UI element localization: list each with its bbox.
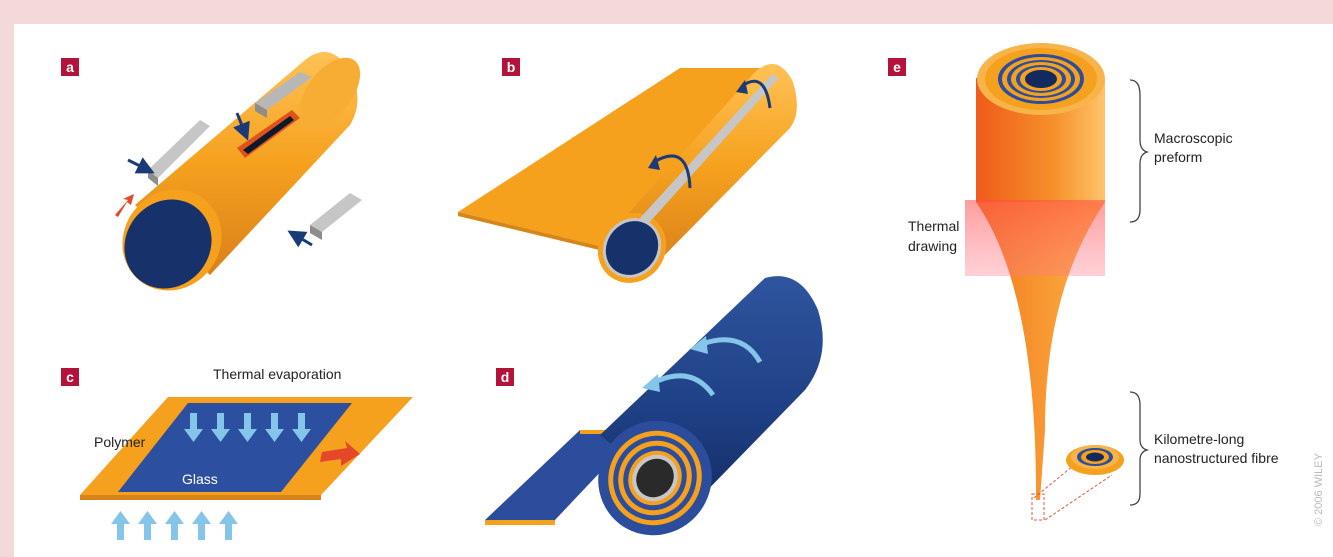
panel-a-label: a xyxy=(61,58,79,76)
panel-a-drawing xyxy=(102,47,372,311)
panel-e-label: e xyxy=(888,58,906,76)
panel-e-thermal-zone xyxy=(965,200,1105,276)
panel-e-preform-core xyxy=(1025,70,1057,88)
panel-e-drawing-text-line2: drawing xyxy=(908,238,957,255)
panel-d-label: d xyxy=(496,368,514,386)
panel-a-red-arrow xyxy=(115,194,134,217)
panel-e-drawing xyxy=(965,43,1147,520)
panel-e-preform-text-line2: preform xyxy=(1154,149,1202,166)
panel-c-glass-text: Glass xyxy=(182,471,218,488)
panel-a-arrow xyxy=(290,232,312,245)
panel-b-label: b xyxy=(502,58,520,76)
panel-c-label: c xyxy=(61,368,79,386)
panel-c-thermal-evaporation-text: Thermal evaporation xyxy=(213,366,341,383)
panel-e-fibre-text-line1: Kilometre-long xyxy=(1154,431,1244,448)
panel-e-drawing-text-line1: Thermal xyxy=(908,218,959,235)
panel-e-fibre-text-line2: nanostructured fibre xyxy=(1154,450,1279,467)
panel-c-polymer-text: Polymer xyxy=(94,434,145,451)
copyright-credit: © 2006 WILEY xyxy=(1313,453,1325,526)
panel-a-bar xyxy=(310,193,362,232)
panel-e-preform-text-line1: Macroscopic xyxy=(1154,130,1233,147)
panel-e-preform-brace xyxy=(1130,80,1147,222)
panel-b-drawing xyxy=(458,64,797,297)
panel-e-fibre-brace xyxy=(1130,392,1147,505)
panel-d-drawing xyxy=(485,276,823,557)
panel-a-arrow xyxy=(128,160,152,172)
panel-c-drawing xyxy=(80,397,413,540)
